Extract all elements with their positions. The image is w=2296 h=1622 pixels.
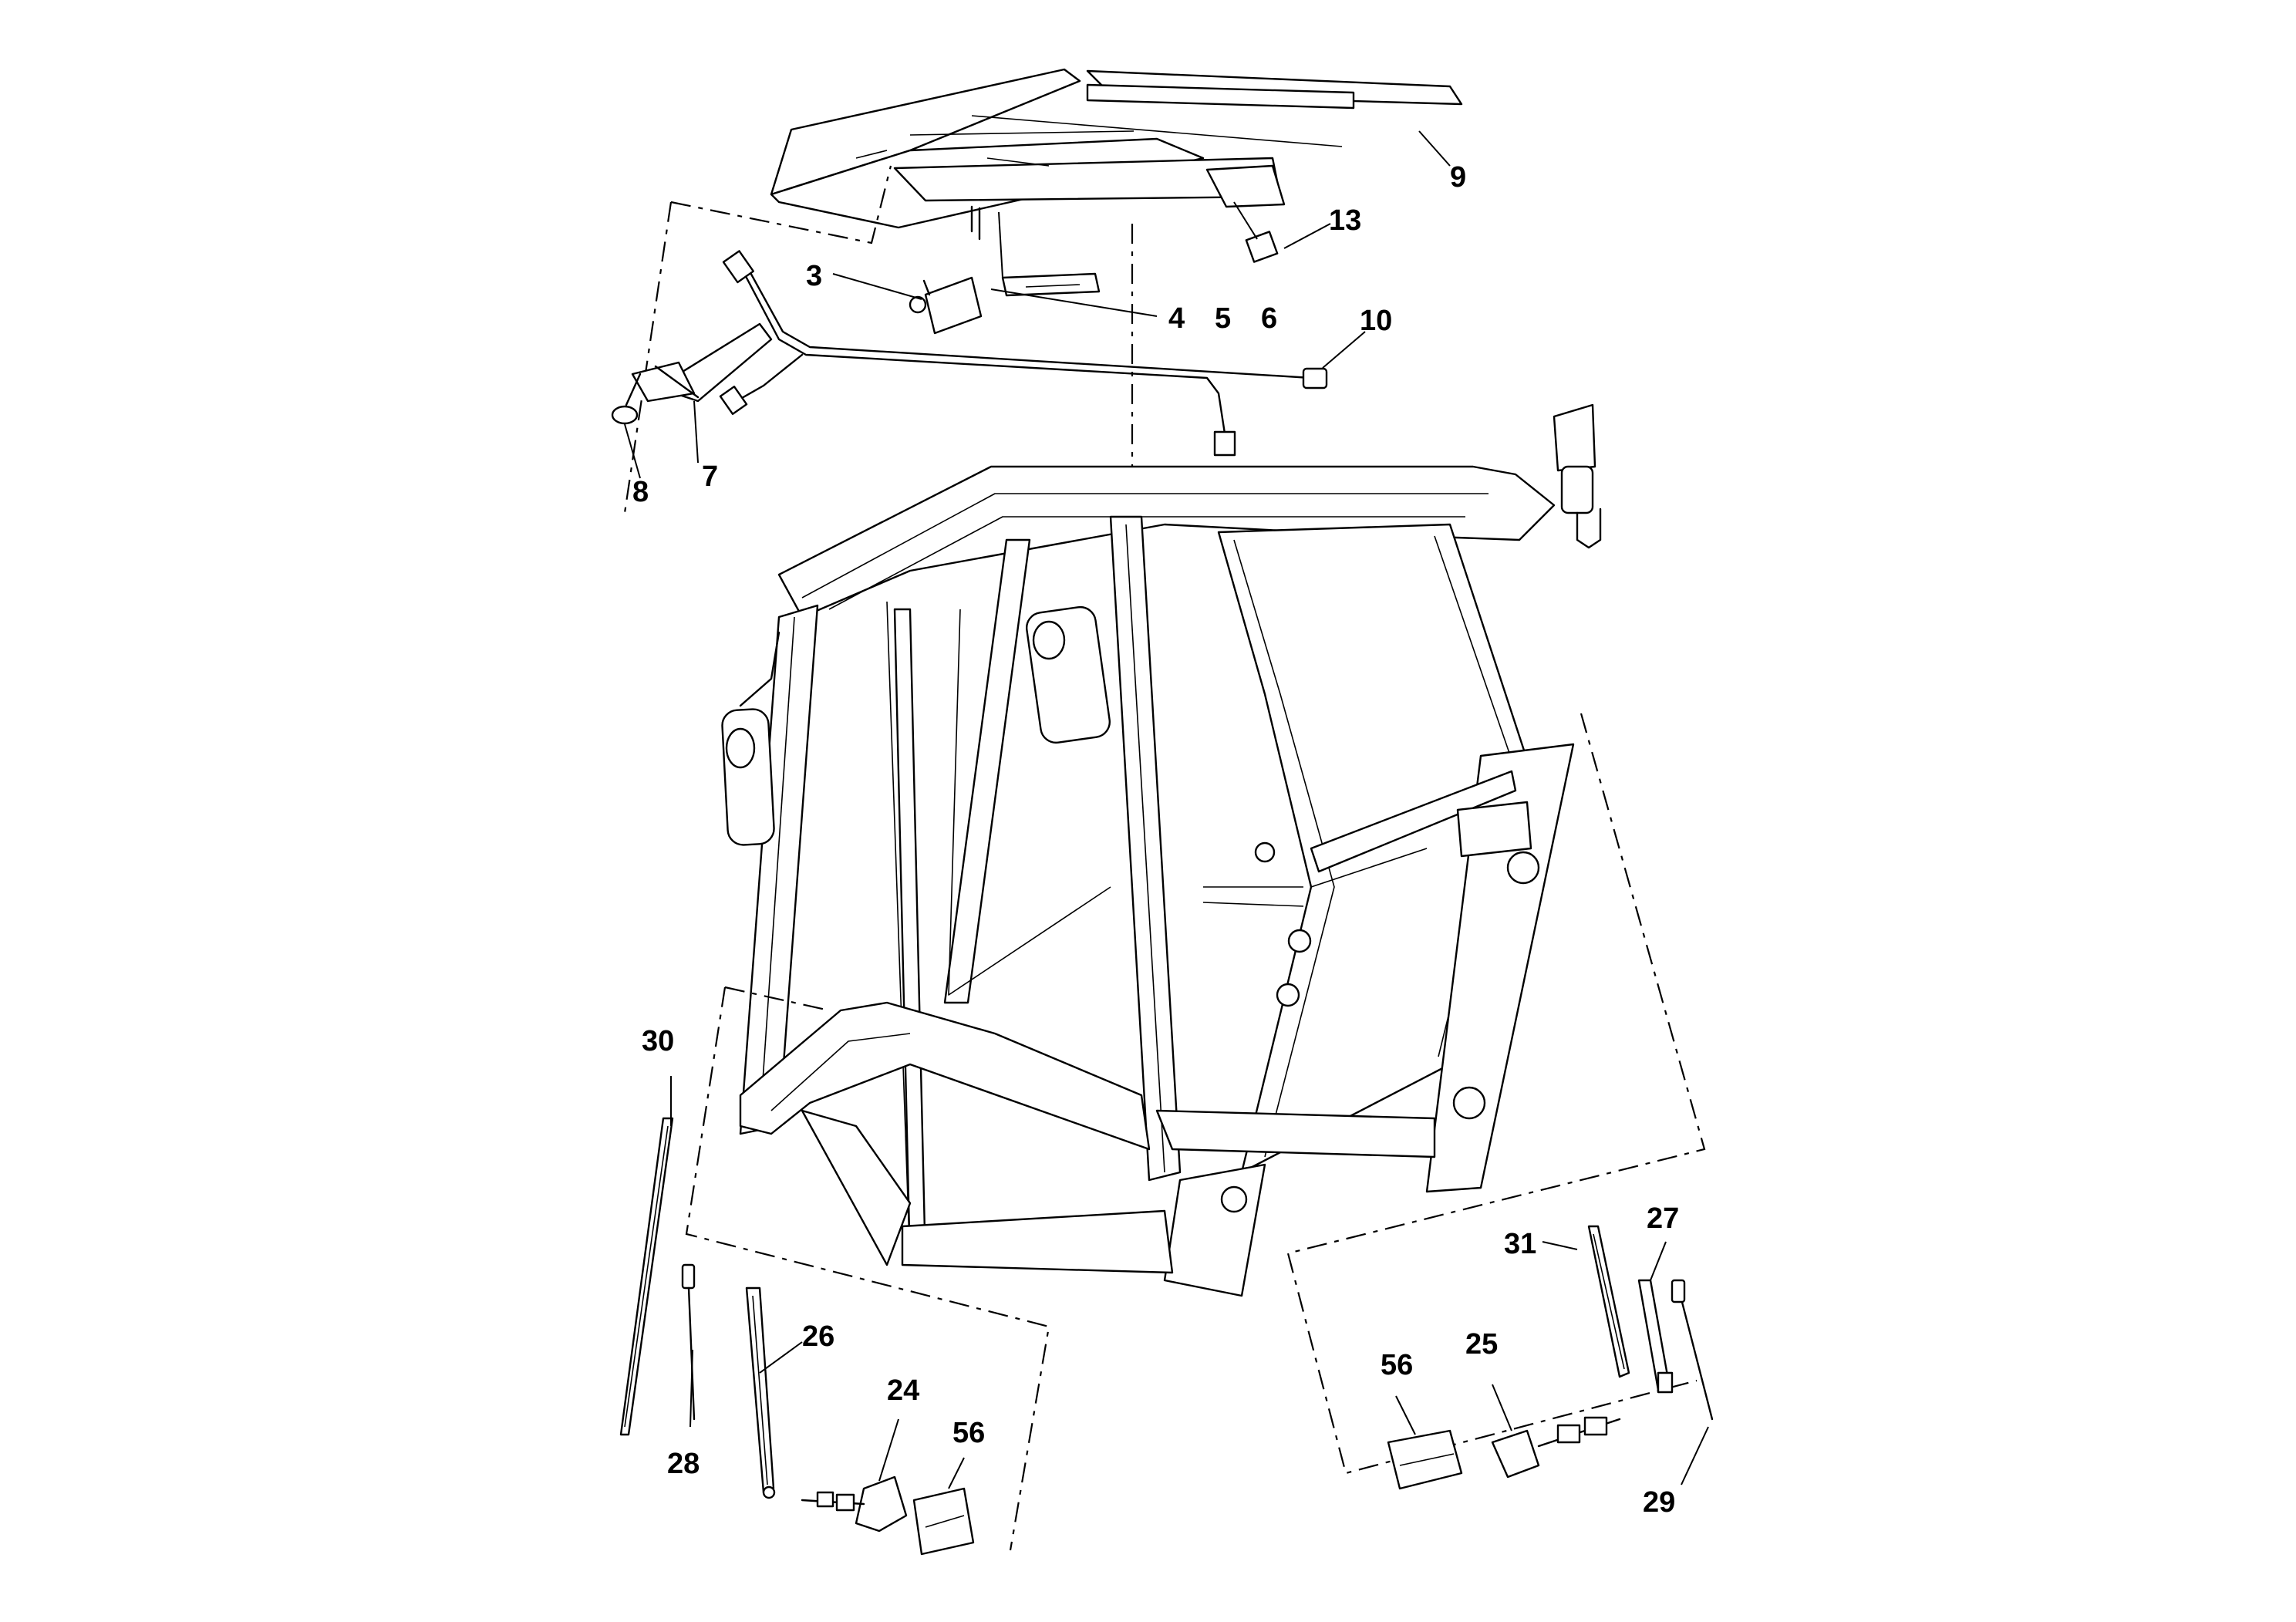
- front-wiper-detail-boundary: [685, 986, 1050, 1551]
- part-label-7: 7: [702, 460, 718, 493]
- side-mirror-part-7: [631, 322, 773, 403]
- part-label-30: 30: [642, 1025, 674, 1057]
- wiper-arm-part-26: [745, 1286, 776, 1499]
- part-label-6: 6: [1261, 302, 1277, 335]
- part-label-27: 27: [1647, 1202, 1679, 1235]
- part-label-10: 10: [1360, 305, 1392, 337]
- wiring-harness-part-10: [719, 250, 1328, 457]
- roof-detail-boundary: [623, 165, 892, 514]
- mirror-nut-part-8: [611, 373, 642, 425]
- part-number-labels: 3 4 5 6 7 8 9 10 13 24 25 26 27 28 29 30…: [632, 161, 1679, 1519]
- wiper-spindle-part-29: [1671, 1279, 1714, 1421]
- part-label-9: 9: [1450, 161, 1466, 194]
- part-label-56b: 56: [1381, 1349, 1413, 1381]
- part-label-13: 13: [1329, 204, 1361, 237]
- interior-light-part-4: [998, 211, 1101, 297]
- part-label-5: 5: [1215, 302, 1231, 335]
- part-label-8: 8: [632, 476, 649, 508]
- motor-cover-part-56a: [912, 1487, 975, 1556]
- roof-clip-part-13: [1233, 201, 1279, 263]
- leader-lines: [624, 130, 1709, 1489]
- part-label-24: 24: [887, 1374, 919, 1407]
- part-label-29: 29: [1643, 1486, 1675, 1519]
- left-side-mirror: [721, 631, 781, 846]
- cab-rear-mirror: [1025, 605, 1111, 744]
- wiper-motor-part-25: [1491, 1416, 1621, 1479]
- part-label-56a: 56: [952, 1417, 985, 1449]
- part-label-28: 28: [667, 1448, 700, 1480]
- wiper-blade-part-31: [1587, 1225, 1630, 1378]
- motor-cover-part-56b: [1387, 1429, 1463, 1490]
- part-label-31: 31: [1504, 1228, 1536, 1260]
- beacon-light: [1553, 403, 1602, 549]
- part-label-3: 3: [806, 260, 822, 292]
- roof-panel-assembly: [770, 68, 1463, 229]
- part-label-26: 26: [802, 1320, 834, 1353]
- interior-mirror-part-3: [909, 205, 983, 335]
- wiper-motor-part-24: [801, 1475, 908, 1533]
- wiper-arm-part-27: [1637, 1279, 1674, 1394]
- part-label-4: 4: [1168, 302, 1185, 335]
- cab-frame: [721, 403, 1602, 1297]
- wiper-nut-part-28: [681, 1263, 696, 1421]
- part-label-25: 25: [1465, 1328, 1498, 1361]
- wiper-blade-part-30: [619, 1117, 674, 1436]
